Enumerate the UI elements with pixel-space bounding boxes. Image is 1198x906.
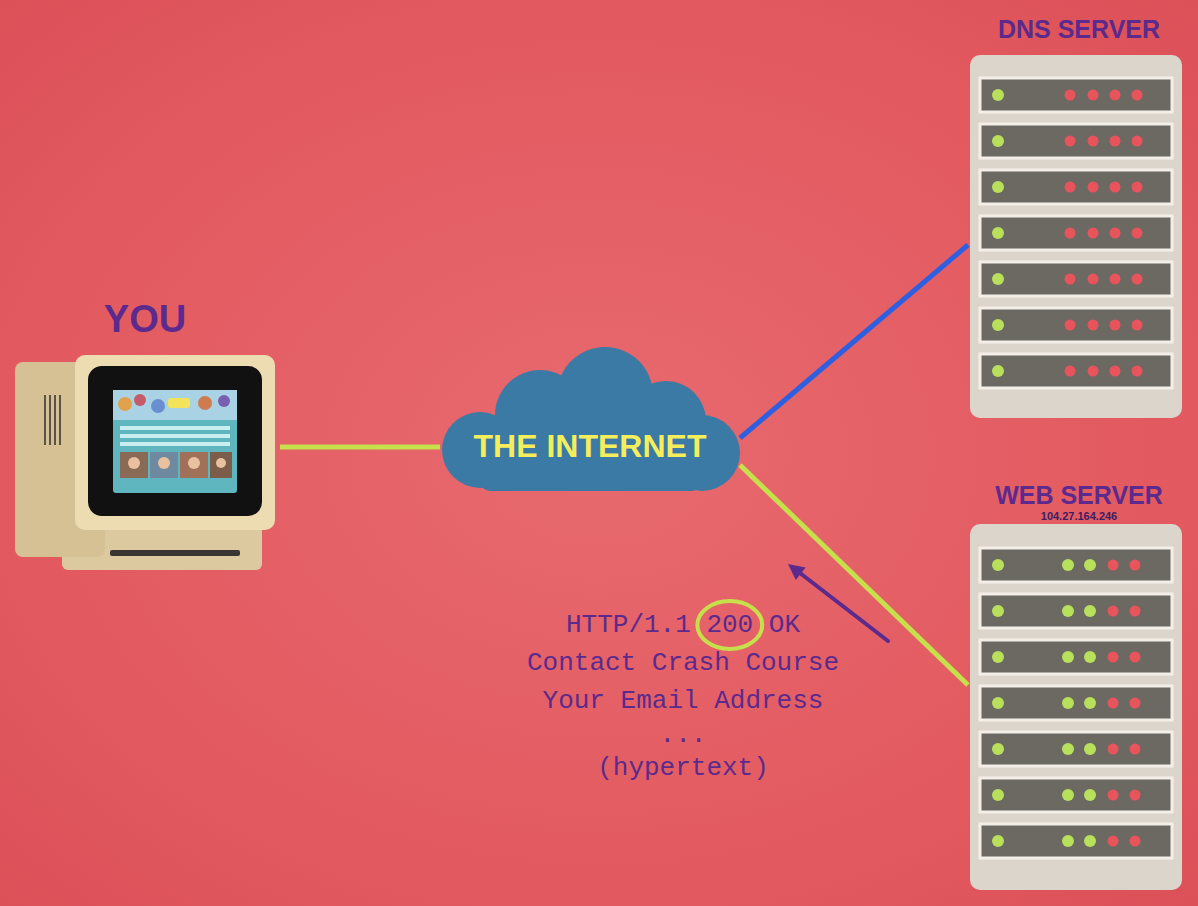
response-line: Contact Crash Course <box>470 648 896 678</box>
response-line: ... <box>470 720 896 750</box>
web-server: WEB SERVER104.27.164.246 <box>968 476 1190 896</box>
web-server-rack <box>970 524 1182 890</box>
ip-address: 104.27.164.246 <box>968 510 1190 523</box>
server-title: DNS SERVER <box>968 14 1190 44</box>
network-link <box>280 445 440 450</box>
internet-cloud: THE INTERNET <box>440 345 740 495</box>
response-arrow <box>788 564 888 641</box>
computer-illustration <box>15 355 275 570</box>
dns-server-rack <box>970 55 1182 418</box>
user-computer: YOU <box>10 295 280 575</box>
response-line: HTTP/1.1 200 OK <box>470 610 896 640</box>
dns-server: DNS SERVER <box>968 8 1190 420</box>
server-title: WEB SERVER <box>968 480 1190 510</box>
network-link <box>740 245 968 438</box>
user-title: YOU <box>10 297 280 343</box>
response-line: Your Email Address <box>470 686 896 716</box>
response-line: (hypertext) <box>470 753 896 783</box>
cloud-title: THE INTERNET <box>440 427 740 465</box>
cloud-shape <box>440 345 740 495</box>
